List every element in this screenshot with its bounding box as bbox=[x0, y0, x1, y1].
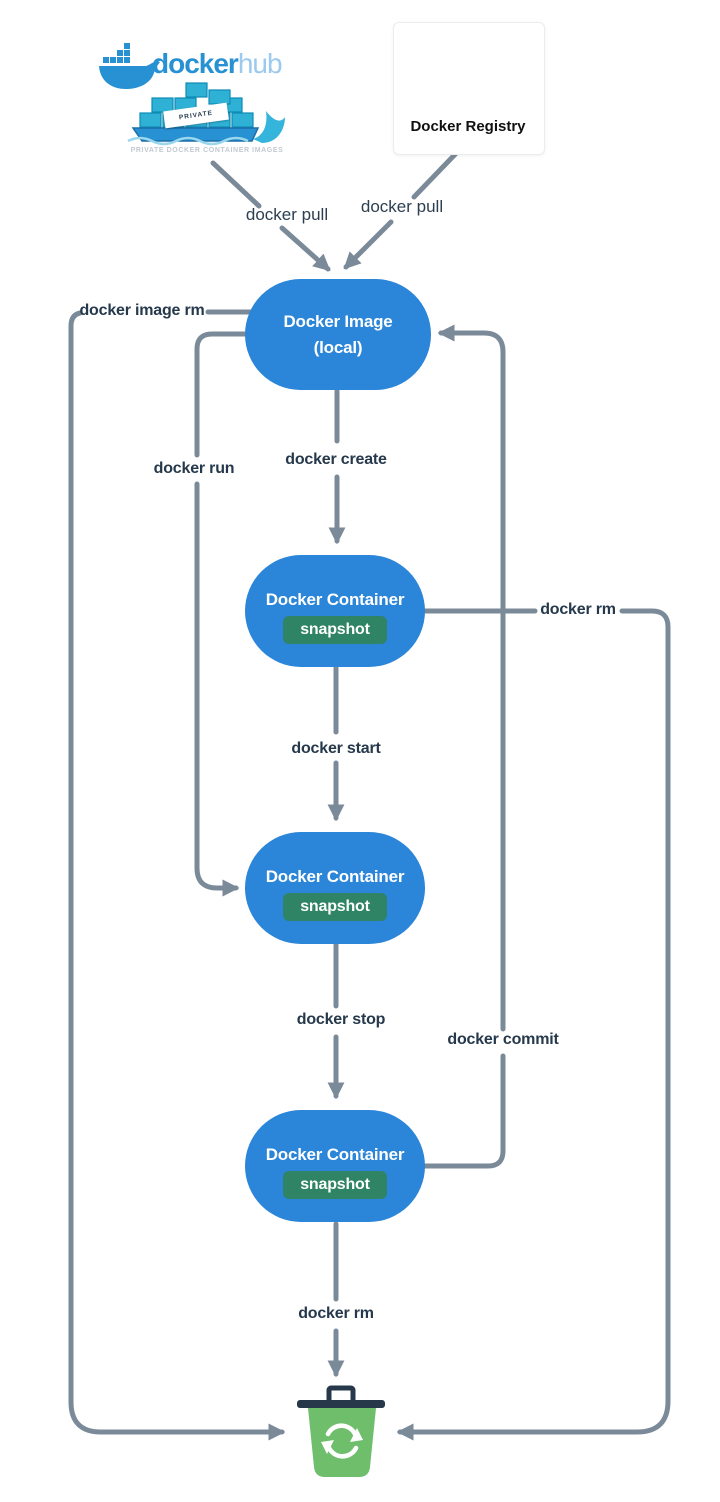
edge-docker-image-rm bbox=[68, 310, 286, 1441]
edge-label-docker-image-rm: docker image rm bbox=[79, 302, 205, 319]
node-docker-container-stopped: Docker Container snapshot bbox=[245, 1110, 425, 1222]
node-docker-container-running: Docker Container snapshot bbox=[245, 832, 425, 944]
edge-docker-run-2 bbox=[194, 481, 240, 897]
snapshot-badge: snapshot bbox=[283, 1171, 387, 1199]
edge-label-docker-start: docker start bbox=[291, 740, 381, 757]
hub-caption: PRIVATE DOCKER CONTAINER IMAGES bbox=[130, 147, 284, 154]
edge-label-docker-create: docker create bbox=[285, 451, 387, 468]
edge-label-docker-run: docker run bbox=[153, 460, 235, 477]
node-container-created-title: Docker Container bbox=[265, 590, 405, 609]
edge-label-docker-stop: docker stop bbox=[296, 1011, 386, 1028]
node-container-running-title: Docker Container bbox=[265, 867, 405, 886]
edge-docker-commit-2 bbox=[437, 324, 506, 1032]
edge-label-docker-pull-registry: docker pull bbox=[360, 197, 444, 216]
trash-icon bbox=[297, 1385, 385, 1477]
edge-docker-commit bbox=[422, 1053, 506, 1169]
edge-label-docker-commit: docker commit bbox=[447, 1031, 559, 1048]
docker-registry-card bbox=[393, 22, 545, 155]
wordmark-hub: hub bbox=[237, 48, 283, 79]
wordmark-docker: docker bbox=[152, 48, 239, 79]
edge-label-docker-rm-bottom: docker rm bbox=[298, 1305, 374, 1322]
node-docker-image-subtitle: (local) bbox=[313, 337, 363, 357]
edge-docker-run bbox=[194, 331, 248, 458]
edge-docker-pull-hub-2 bbox=[279, 225, 331, 272]
node-container-stopped-title: Docker Container bbox=[265, 1145, 405, 1164]
node-docker-image: Docker Image (local) bbox=[245, 279, 431, 390]
snapshot-badge: snapshot bbox=[283, 616, 387, 644]
node-docker-container-created: Docker Container snapshot bbox=[245, 555, 425, 667]
snapshot-badge: snapshot bbox=[283, 893, 387, 921]
edge-label-docker-rm: docker rm bbox=[540, 601, 616, 618]
docker-hub-wordmark: dockerhub bbox=[152, 48, 283, 80]
docker-whale-icon bbox=[99, 43, 160, 89]
edge-docker-pull-registry-2 bbox=[343, 219, 394, 270]
registry-label: Docker Registry bbox=[410, 118, 526, 135]
edge-docker-rm bbox=[396, 608, 671, 1441]
edge-label-docker-pull-hub: docker pull bbox=[245, 205, 329, 224]
node-docker-image-title: Docker Image bbox=[283, 312, 393, 331]
edge-docker-pull-hub bbox=[210, 160, 262, 209]
